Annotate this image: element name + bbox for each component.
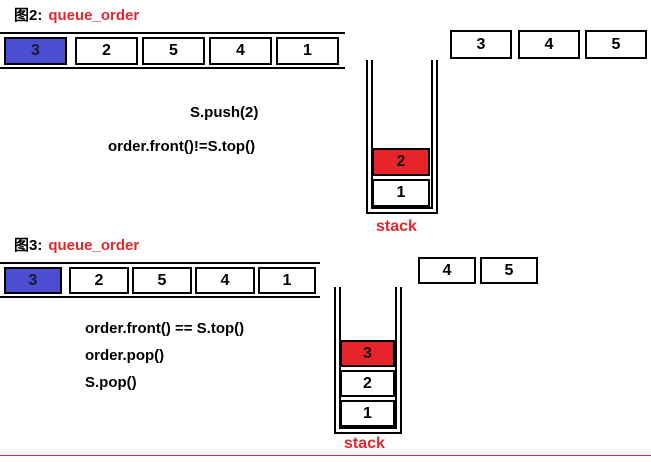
figure3-queue-cell: 1	[258, 267, 316, 294]
figure3-op-compare: order.front() == S.top()	[85, 320, 245, 337]
figure3-stack-top: 3	[340, 340, 395, 367]
figure3-stack-outer-right	[400, 287, 402, 434]
figure3-number: 图3:	[14, 237, 43, 254]
figure2-stack-outer-right	[436, 60, 438, 213]
figure2-op-push: S.push(2)	[190, 104, 259, 121]
figure2-queue-cell: 5	[142, 37, 205, 65]
figure3-queue-cell: 4	[195, 267, 255, 294]
figure2-remaining-cell: 3	[450, 30, 512, 59]
figure3-stack-cell: 1	[340, 400, 395, 427]
figure2-op-compare: order.front()!=S.top()	[108, 138, 256, 155]
figure2-stack-cell: 1	[372, 179, 430, 207]
figure2-stack-inner-bottom	[371, 207, 433, 209]
figure2-stack-outer-bottom	[366, 212, 438, 214]
figure3-stack-outer-left	[334, 287, 336, 434]
figure3-stack-inner-right	[395, 287, 397, 428]
figure3-op-order-pop: order.pop()	[85, 347, 165, 364]
figure2-number: 图2:	[14, 7, 43, 24]
figure3-queue-cell: 5	[132, 267, 192, 294]
figure2-stack-inner-right	[431, 60, 433, 208]
figure3-queue-bottom-line	[0, 296, 320, 298]
figure3-stack-cell: 2	[340, 370, 395, 397]
figure3-stack-outer-bottom	[334, 432, 402, 434]
figure2-queue-cell: 1	[276, 37, 339, 65]
figure2-remaining-cell: 5	[585, 30, 647, 59]
figure2-stack-outer-left	[366, 60, 368, 213]
figure3-stack-inner-bottom	[339, 427, 397, 429]
figure3-remaining-cell: 5	[480, 257, 538, 284]
figure2-remaining-cell: 4	[518, 30, 580, 59]
figure2-queue-cell: 4	[209, 37, 272, 65]
figure3-op-stack-pop: S.pop()	[85, 374, 137, 391]
figure2-stack-label: stack	[376, 218, 417, 235]
figure2-queue-top-line	[0, 32, 345, 34]
figure2-queue-cell: 3	[4, 37, 67, 65]
figure2-title: queue_order	[48, 7, 140, 24]
bottom-divider	[0, 455, 651, 456]
figure3-remaining-cell: 4	[418, 257, 476, 284]
figure3-queue-cell: 3	[4, 267, 62, 294]
figure3-label: 图3: queue_order	[14, 234, 139, 255]
figure2-label: 图2: queue_order	[14, 4, 139, 25]
figure2-stack-inner-left	[371, 60, 373, 208]
figure2-stack-top: 2	[372, 148, 430, 176]
figure3-stack-label: stack	[344, 435, 385, 452]
figure2-queue-bottom-line	[0, 67, 345, 69]
figure3-queue-top-line	[0, 262, 320, 264]
figure3-queue-cell: 2	[69, 267, 129, 294]
figure3-title: queue_order	[48, 237, 140, 254]
figure2-queue-cell: 2	[75, 37, 138, 65]
